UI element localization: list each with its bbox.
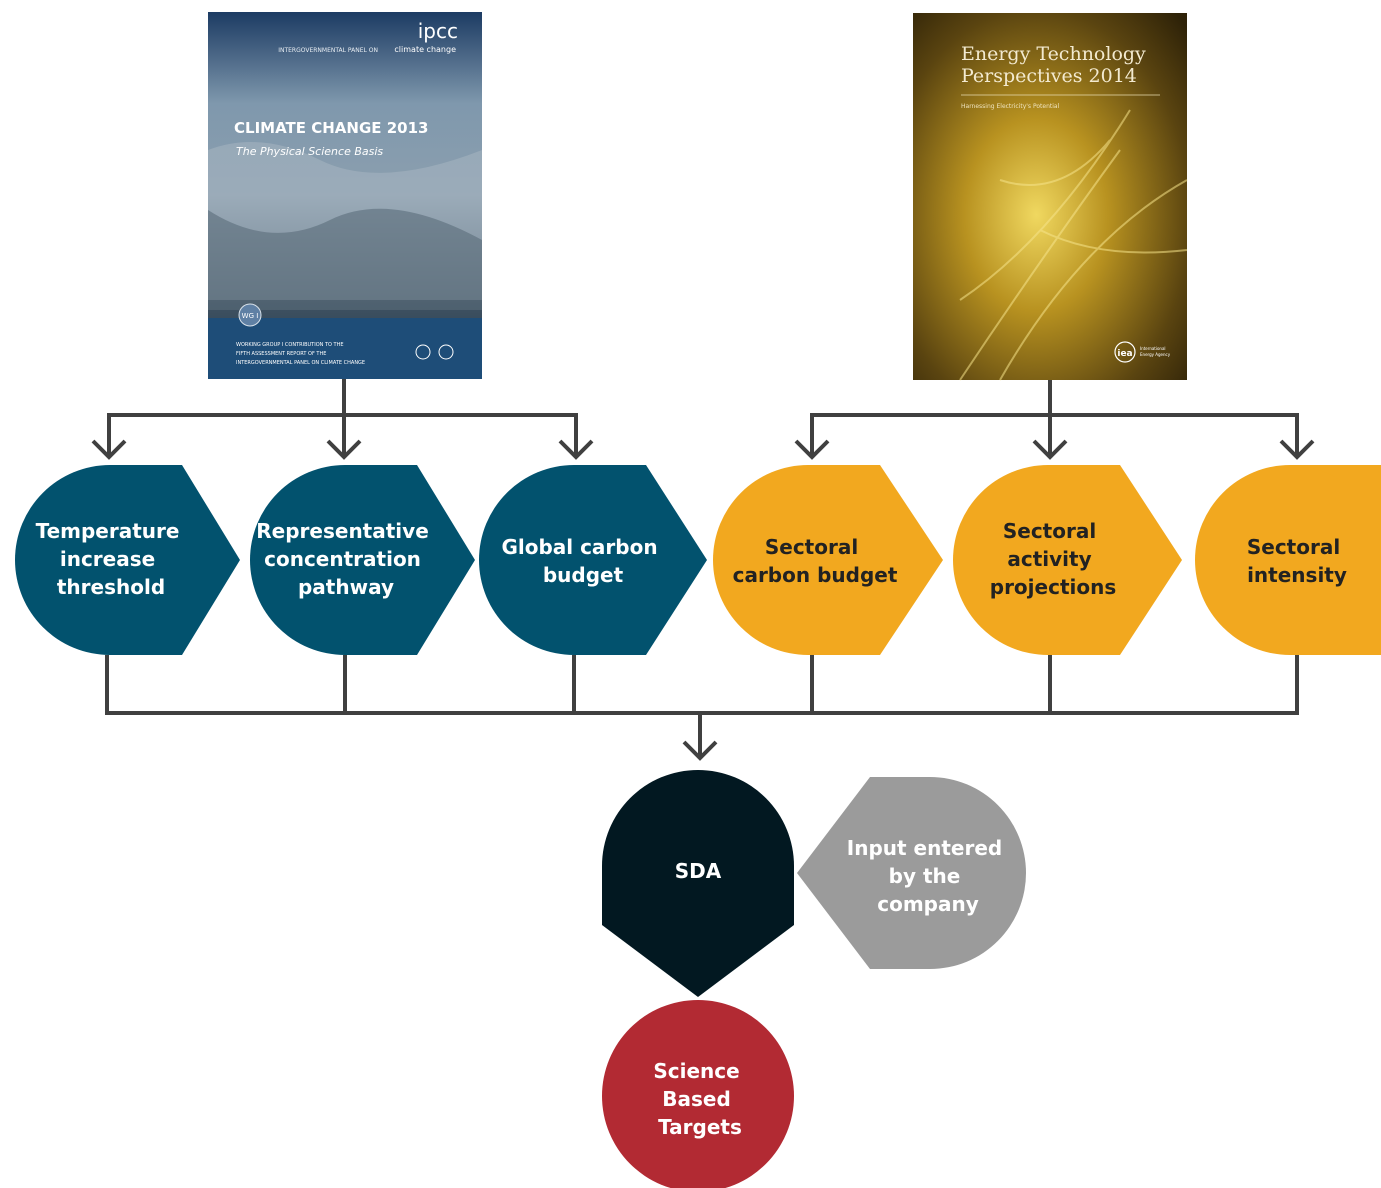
svg-text:Sectoral intensity: Sectoral intensity xyxy=(1247,535,1347,587)
arrow-down-icon xyxy=(794,439,830,460)
ipcc-badge: WG I xyxy=(242,312,259,320)
node-label-line: activity xyxy=(1007,547,1091,571)
node-label-line: Representative xyxy=(256,519,429,543)
arrow-down-icon xyxy=(682,740,718,761)
node-label-line: Global carbon xyxy=(501,535,657,559)
ipcc-connectors xyxy=(91,379,594,460)
node-label-line: budget xyxy=(543,563,624,587)
node-label-line: Science xyxy=(653,1059,739,1083)
node-science-based-targets: Science Based Targets xyxy=(602,1000,794,1188)
node-label-line: Sectoral xyxy=(1003,519,1096,543)
iea-logo-icon xyxy=(1114,341,1136,363)
node-global-carbon-budget: Global carbon budget xyxy=(479,465,707,655)
node-label-line: Targets xyxy=(658,1115,742,1139)
iea-connectors xyxy=(794,380,1315,460)
wmo-logo-icon xyxy=(415,344,431,360)
iea-title-line: Energy Technology xyxy=(961,43,1146,65)
iea-title-line: Perspectives 2014 xyxy=(961,65,1137,87)
ipcc-footer-line: FIFTH ASSESSMENT REPORT OF THE xyxy=(236,351,326,357)
node-representative-concentration-pathway: Representative concentration pathway xyxy=(250,465,475,655)
node-label-line: increase xyxy=(60,547,155,571)
ipcc-report-cover: WG I ipcc INTERGOVERNMENTAL PANEL ON cli… xyxy=(208,12,482,379)
ipcc-title: CLIMATE CHANGE 2013 xyxy=(234,119,428,137)
node-label-line: threshold xyxy=(57,575,165,599)
arrow-down-icon xyxy=(1279,439,1315,460)
node-label-line: carbon budget xyxy=(733,563,898,587)
svg-text:Sectoral carbon budget: Sectoral carbon budget xyxy=(733,535,898,587)
ipcc-footer-line: WORKING GROUP I CONTRIBUTION TO THE xyxy=(236,342,344,348)
ipcc-subtitle: The Physical Science Basis xyxy=(236,145,383,158)
node-sectoral-carbon-budget: Sectoral carbon budget xyxy=(713,465,943,655)
arrow-down-icon xyxy=(91,439,127,460)
svg-text:Input entered by the: Input entered by the company xyxy=(847,836,1009,916)
node-sda: SDA xyxy=(602,770,794,997)
ipcc-org-emphasis: climate change xyxy=(394,45,456,54)
svg-text:SDA: SDA xyxy=(675,859,722,883)
svg-text:Temperature increase: Temperature increase threshold xyxy=(36,519,187,599)
iea-logo: iea xyxy=(1117,349,1132,359)
iea-subtitle: Harnessing Electricity's Potential xyxy=(961,103,1060,110)
node-sectoral-activity-projections: Sectoral activity projections xyxy=(953,465,1182,655)
svg-text:Science Based Targ: Science Based Targets xyxy=(653,1059,746,1139)
node-label-line: Input entered xyxy=(847,836,1002,860)
node-label-line: projections xyxy=(990,575,1117,599)
node-sectoral-intensity: Sectoral intensity xyxy=(1195,465,1381,655)
node-label-line: concentration xyxy=(264,547,421,571)
node-label-line: SDA xyxy=(675,859,722,883)
iea-org-line: Energy Agency xyxy=(1140,352,1171,357)
ipcc-footer-line: INTERGOVERNMENTAL PANEL ON CLIMATE CHANG… xyxy=(236,360,365,366)
node-temperature-threshold: Temperature increase threshold xyxy=(15,465,240,655)
node-label-line: Sectoral xyxy=(1247,535,1340,559)
node-company-input: Input entered by the company xyxy=(797,777,1026,969)
node-label-line: Based xyxy=(662,1087,731,1111)
collector-connectors xyxy=(105,655,1299,761)
svg-text:Sectoral activity: Sectoral activity projections xyxy=(990,519,1117,599)
node-label-line: by the xyxy=(889,864,961,888)
node-label-line: company xyxy=(877,892,979,916)
svg-text:Representative concentra: Representative concentration pathway xyxy=(256,519,435,599)
iea-org-line: International xyxy=(1140,346,1166,351)
arrow-down-icon xyxy=(1032,439,1068,460)
svg-text:Global carbon budget: Global carbon budget xyxy=(501,535,664,587)
arrow-down-icon xyxy=(558,439,594,460)
unep-logo-icon xyxy=(438,344,454,360)
arrow-down-icon xyxy=(326,439,362,460)
iea-report-cover: Energy Technology Perspectives 2014 Harn… xyxy=(913,13,1188,381)
node-label-line: intensity xyxy=(1247,563,1347,587)
node-label-line: pathway xyxy=(298,575,394,599)
node-label-line: Sectoral xyxy=(765,535,858,559)
ipcc-logo: ipcc xyxy=(418,19,458,43)
ipcc-org-name: INTERGOVERNMENTAL PANEL ON xyxy=(278,47,378,54)
node-label-line: Temperature xyxy=(36,519,180,543)
